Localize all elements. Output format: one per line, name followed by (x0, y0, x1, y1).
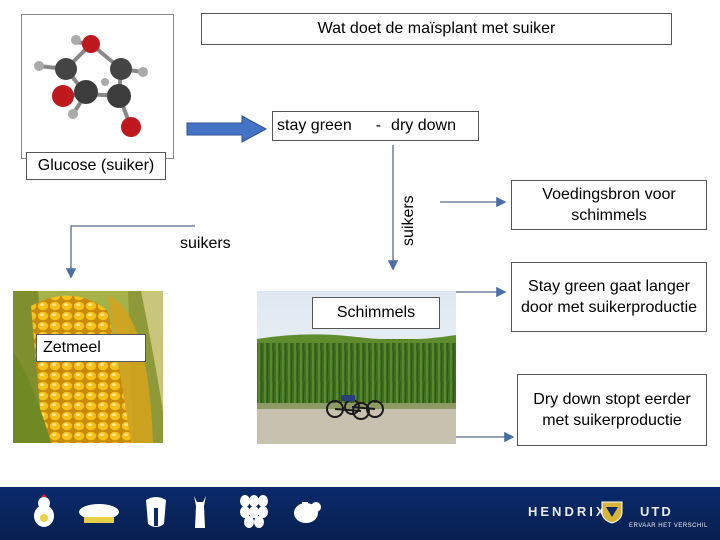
suikers-label: suikers (180, 235, 231, 252)
glucose-molecule-image (21, 14, 174, 159)
dry-down-label: dry down (391, 117, 456, 134)
cornfield-photo (257, 291, 456, 444)
suikers-vertical-label: suikers (400, 195, 417, 246)
brand-tagline: ERVAAR HET VERSCHIL (629, 523, 708, 529)
zetmeel-label: Zetmeel (36, 334, 146, 362)
connector-lines (65, 145, 515, 443)
schimmels-label: Schimmels (312, 297, 440, 329)
goat-icon (194, 496, 206, 528)
cow-icon (146, 497, 166, 527)
piggy-bank-icon (294, 502, 321, 523)
stay-green-dry-down-box: stay green - dry down (272, 111, 479, 141)
corn-cob-image (13, 291, 163, 443)
pig-icon (79, 504, 119, 523)
blue-arrow-icon (186, 115, 268, 143)
chicken-icon (34, 494, 54, 527)
slide-title: Wat doet de maïsplant met suiker (201, 13, 672, 45)
brand-shield-icon (601, 501, 623, 524)
note-dry-down: Dry down stopt eerder met suikerproducti… (517, 374, 707, 446)
footer-band (0, 487, 720, 540)
brand-suffix: UTD (640, 504, 673, 519)
stay-green-label: stay green (277, 117, 352, 134)
brand-name: HENDRIX (528, 504, 608, 519)
glucose-label: Glucose (suiker) (26, 152, 166, 180)
eggs-icon (240, 495, 268, 528)
separator-dash: - (375, 117, 382, 134)
note-stay-green: Stay green gaat langer door met suikerpr… (511, 262, 707, 332)
note-voedingsbron: Voedingsbron voor schimmels (511, 180, 707, 230)
